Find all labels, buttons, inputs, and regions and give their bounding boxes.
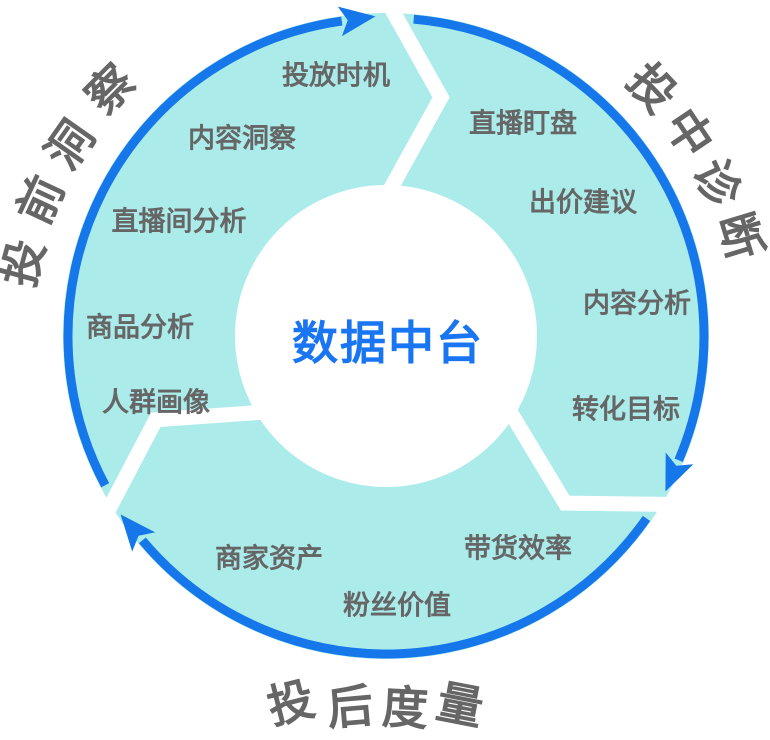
ring-item-live-monitoring: 直播盯盘 — [469, 108, 577, 139]
ring-item-product-analysis: 商品分析 — [86, 312, 194, 343]
ring-item-content-analysis: 内容分析 — [583, 288, 691, 319]
cycle-ring — [63, 13, 709, 659]
gap-chevron-bottom-right — [499, 401, 678, 512]
center-title: 数据中台 — [292, 317, 484, 369]
gap-chevron-top — [379, 0, 450, 201]
cycle-arc-pre-launch — [63, 6, 376, 488]
ring-item-live-room-analysis: 直播间分析 — [111, 206, 247, 237]
gap-chevron-bottom-left — [96, 404, 270, 524]
ring-item-merchant-assets: 商家资产 — [215, 543, 323, 574]
ring-item-fan-value: 粉丝价值 — [343, 590, 451, 621]
ring-item-sales-efficiency: 带货效率 — [464, 533, 572, 564]
ring-item-bid-suggestion: 出价建议 — [529, 187, 637, 218]
ring-item-audience-profile: 人群画像 — [102, 387, 210, 418]
ring-item-placement-timing: 投放时机 — [282, 60, 390, 91]
ring-item-content-insight: 内容洞察 — [188, 123, 296, 154]
cycle-arc-post-launch — [120, 514, 651, 659]
ring-item-conversion-goal: 转化目标 — [572, 394, 680, 425]
cycle-arc-mid-launch — [413, 14, 709, 492]
